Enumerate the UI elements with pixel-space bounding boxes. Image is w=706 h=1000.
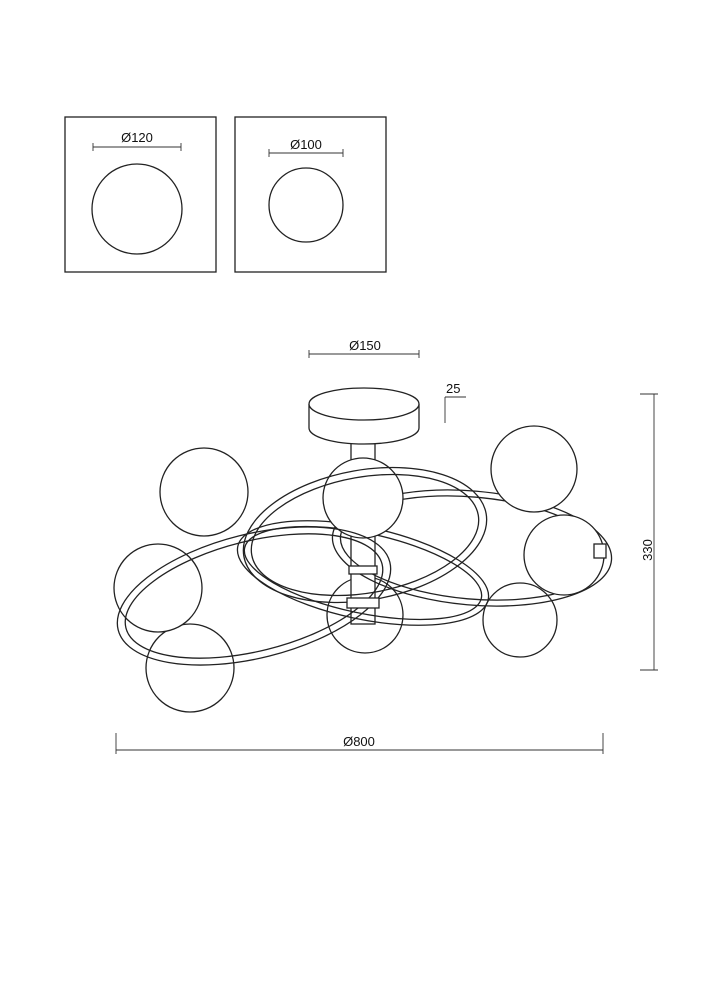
shade-large-label: Ø120 <box>121 130 153 145</box>
glass-globe-small <box>268 167 344 243</box>
glass-globe <box>159 447 249 537</box>
canopy-diameter-label: Ø150 <box>349 338 381 353</box>
detail-frame-small <box>234 116 387 273</box>
glass-globe <box>145 623 235 713</box>
canopy-height-label: 25 <box>446 381 460 396</box>
chandelier-elevation <box>113 387 613 713</box>
glass-globe <box>482 582 558 658</box>
detail-frame-large <box>64 116 217 273</box>
socket-holder <box>593 543 607 559</box>
shade-small-label: Ø100 <box>290 137 322 152</box>
ceiling-canopy <box>308 387 420 445</box>
glass-globe <box>113 543 203 633</box>
canopy-diameter-dimension: Ø150 <box>308 338 420 358</box>
glass-globe-large <box>91 163 183 255</box>
canopy-height-dimension: 25 <box>444 381 466 423</box>
shade-detail-large: Ø120 <box>64 116 217 273</box>
glass-globe <box>490 425 578 513</box>
total-height-label: 330 <box>640 539 655 561</box>
shade-detail-small: Ø100 <box>234 116 387 273</box>
ring-front-left <box>116 526 392 666</box>
total-diameter-dimension: Ø800 <box>115 733 604 754</box>
rod-connector <box>348 565 378 575</box>
rod-connector <box>346 597 380 609</box>
glass-globe <box>523 514 605 596</box>
glass-globe <box>322 457 404 539</box>
total-height-dimension: 330 <box>640 393 658 671</box>
total-diameter-label: Ø800 <box>343 734 375 749</box>
